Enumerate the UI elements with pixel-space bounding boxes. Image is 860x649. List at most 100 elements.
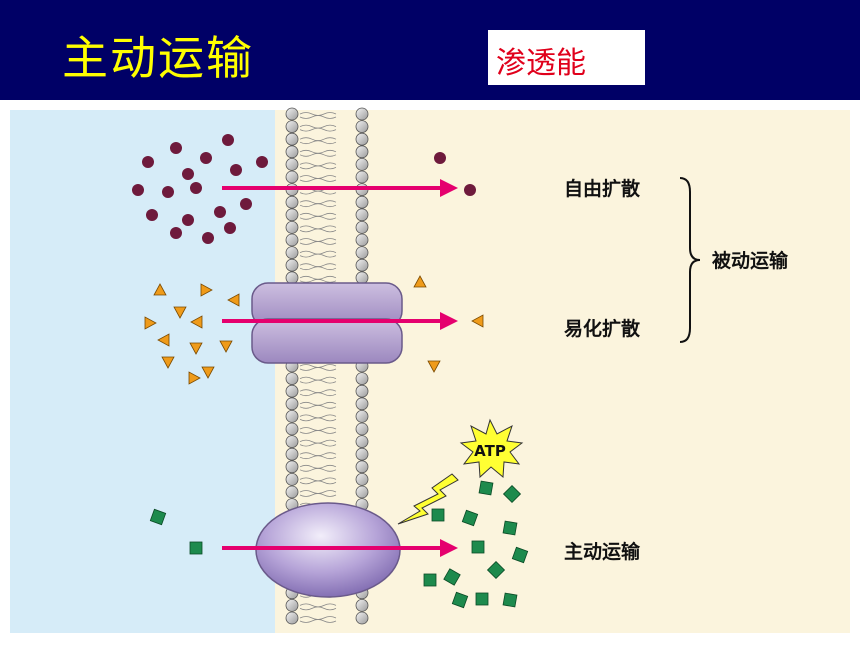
- solute-dot: [132, 184, 144, 196]
- lipid-tail: [299, 417, 337, 422]
- arrow-free-diffusion: [222, 179, 458, 197]
- tag-label: 渗透能: [496, 46, 586, 81]
- solute-dot: [182, 214, 194, 226]
- solute-triangle: [153, 283, 167, 296]
- lipid-tail: [299, 190, 337, 195]
- solute-square: [451, 591, 469, 609]
- lipid-head: [285, 372, 299, 386]
- lipid-head: [285, 472, 299, 486]
- solute-triangle: [190, 315, 203, 329]
- lipid-head: [285, 145, 299, 159]
- slide-title: 主动运输: [62, 31, 254, 85]
- lipid-tail: [299, 178, 337, 182]
- lipid-head: [285, 485, 299, 499]
- solute-square: [475, 592, 489, 606]
- atp-burst: ATP: [459, 418, 524, 479]
- solute-dot: [224, 222, 236, 234]
- transport-arrows: [222, 179, 458, 557]
- passive-transport-brace: [679, 177, 701, 343]
- lipid-head: [285, 397, 299, 411]
- solute-square: [502, 484, 522, 504]
- lipid-head: [355, 246, 369, 260]
- solute-triangle: [413, 275, 427, 288]
- solute-triangle: [189, 342, 203, 355]
- solute-dot: [146, 209, 158, 221]
- solute-triangle: [219, 340, 233, 353]
- lipid-tail: [299, 127, 337, 132]
- lipid-tail: [299, 266, 337, 271]
- lipid-head: [355, 485, 369, 499]
- lipid-tail: [299, 379, 337, 384]
- lipid-head: [285, 409, 299, 423]
- lipid-head: [355, 233, 369, 247]
- lipid-head: [285, 120, 299, 134]
- lipid-head: [285, 221, 299, 234]
- lipid-head: [355, 397, 369, 411]
- lipid-tail: [299, 606, 337, 611]
- lipid-head: [355, 158, 369, 171]
- solute-triangle: [227, 293, 240, 307]
- lipid-head: [285, 435, 299, 449]
- solute-dot: [256, 156, 268, 168]
- solute-square: [423, 573, 437, 587]
- solute-triangle: [471, 314, 484, 328]
- solute-triangle: [157, 333, 170, 347]
- solute-triangle: [161, 356, 175, 369]
- lipid-head: [285, 158, 299, 171]
- lipid-head: [285, 233, 299, 247]
- tag-box: 渗透能: [488, 30, 645, 85]
- lipid-tail: [299, 152, 337, 157]
- lipid-head: [355, 271, 369, 285]
- lipid-head: [355, 208, 369, 222]
- lipid-head: [355, 447, 369, 461]
- label-passive-transport: 被动运输: [712, 249, 789, 272]
- lipid-head: [285, 384, 299, 398]
- lipid-head: [355, 611, 369, 625]
- lightning-icon: [397, 473, 459, 525]
- solute-dot: [142, 156, 154, 168]
- free-diffusion-group: [132, 134, 476, 244]
- solute-triangle: [173, 306, 187, 319]
- solute-dot: [190, 182, 202, 194]
- solute-dot: [170, 227, 182, 239]
- solute-triangle: [144, 316, 157, 330]
- solute-square: [471, 540, 485, 554]
- solute-dot: [182, 168, 194, 180]
- lipid-tail: [299, 228, 337, 233]
- lipid-head: [285, 422, 299, 436]
- channel-protein: [251, 282, 403, 364]
- lipid-tail: [299, 165, 337, 170]
- lipid-head: [285, 258, 299, 272]
- lipid-head: [355, 132, 369, 146]
- lipid-head: [285, 107, 299, 121]
- lipid-head: [285, 611, 299, 625]
- lipid-tail: [299, 203, 337, 208]
- active-transport-group: [149, 480, 529, 609]
- solute-square: [511, 546, 529, 564]
- solute-triangle: [188, 371, 201, 385]
- lipid-head: [355, 598, 369, 612]
- lipid-head: [285, 246, 299, 260]
- facilitated-diffusion-group: [144, 275, 484, 385]
- solute-square: [502, 520, 518, 536]
- solute-square: [461, 509, 479, 527]
- solute-square: [478, 480, 494, 496]
- lipid-tail: [299, 253, 337, 258]
- lipid-head: [355, 145, 369, 159]
- label-facilitated-diffusion: 易化扩散: [564, 317, 640, 340]
- lipid-tail: [299, 619, 337, 623]
- lipid-head: [355, 435, 369, 449]
- title-bar: 主动运输 渗透能: [0, 0, 860, 100]
- solute-triangle: [201, 366, 215, 379]
- solute-square: [502, 592, 518, 608]
- solute-dot: [230, 164, 242, 176]
- lipid-head: [355, 195, 369, 209]
- transport-diagram: ATP 自由扩散 易化扩散 被动运输 主动运输: [0, 100, 860, 645]
- lipid-head: [355, 170, 369, 184]
- lipid-head: [355, 460, 369, 474]
- arrow-active-transport: [222, 539, 458, 557]
- solute-triangle: [427, 360, 441, 373]
- lipid-head: [285, 447, 299, 461]
- solute-dot: [202, 232, 214, 244]
- lipid-tail: [299, 455, 337, 460]
